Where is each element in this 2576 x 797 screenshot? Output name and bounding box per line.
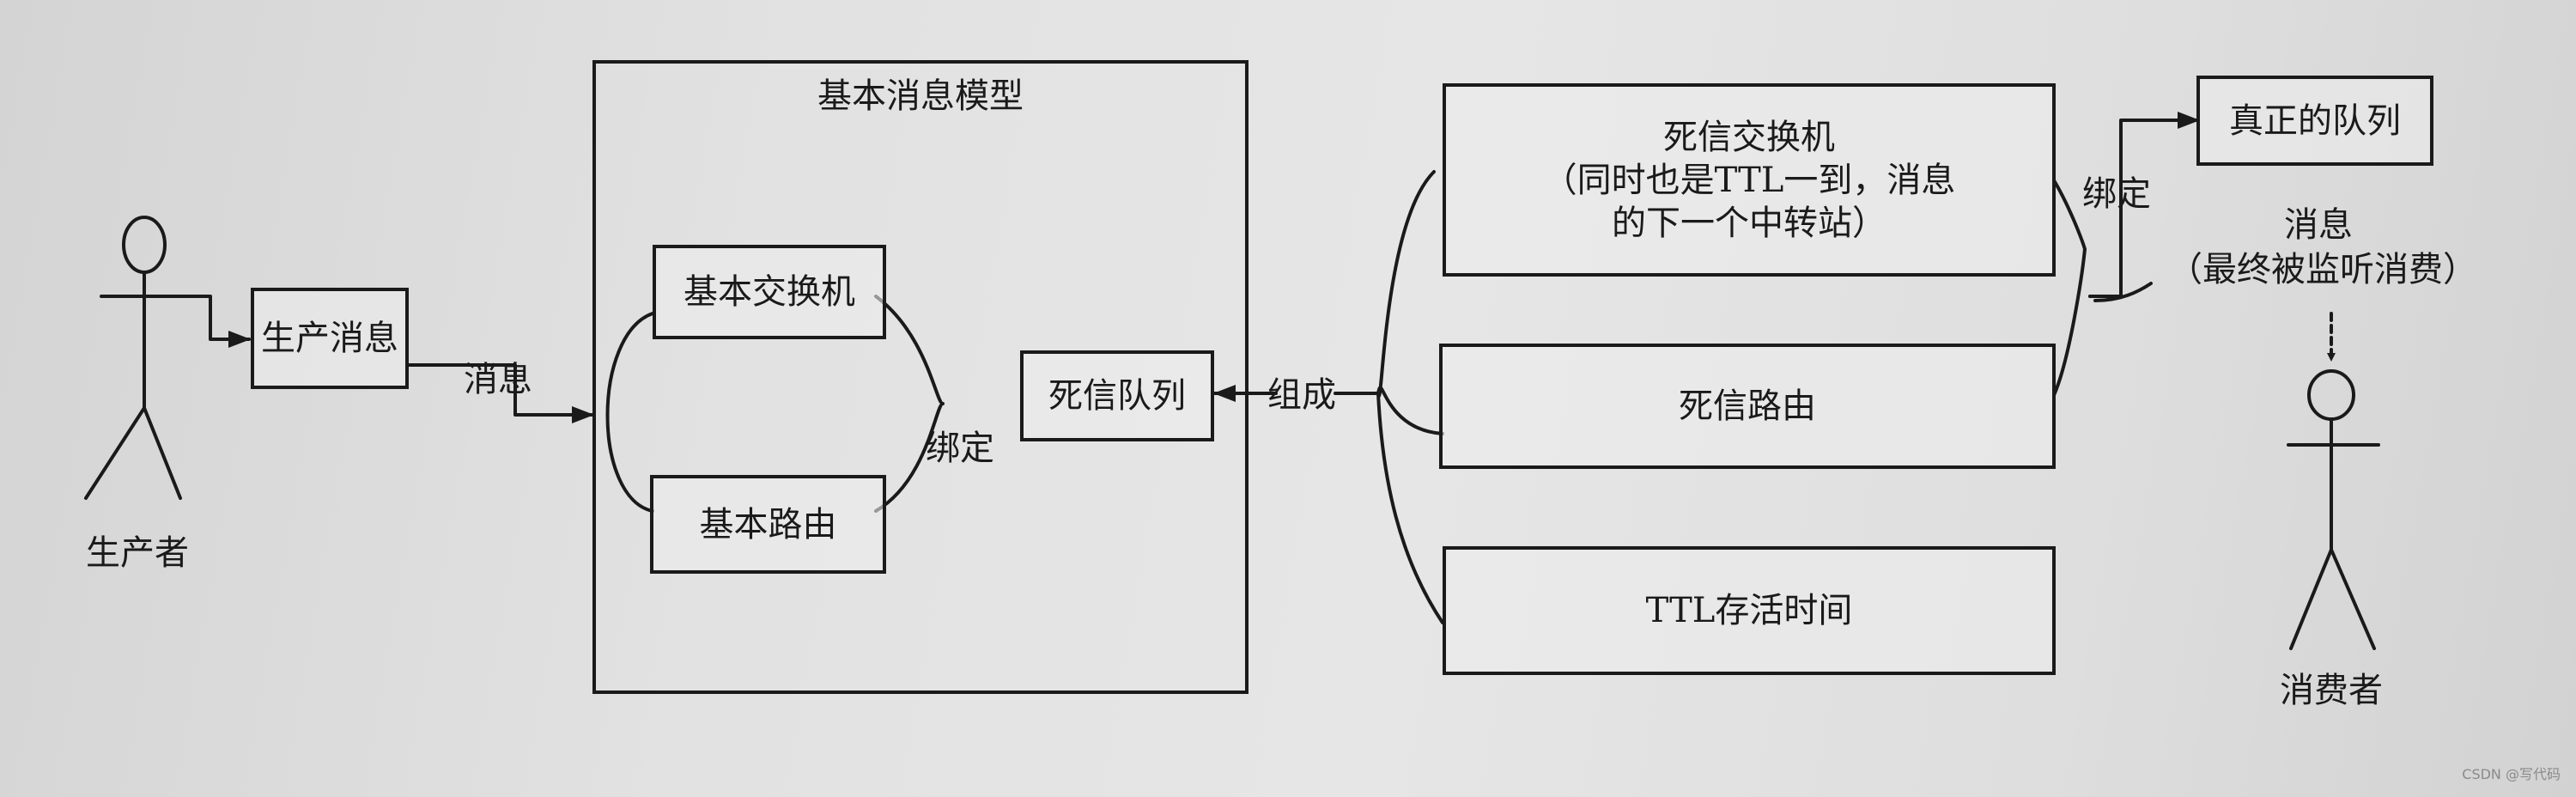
basic-brace bbox=[605, 312, 654, 513]
dead-letter-route-label: 死信路由 bbox=[1679, 386, 1816, 426]
dead-letter-exchange-line2: （同时也是TTL一到，消息 bbox=[1542, 160, 1956, 200]
watermark: CSDN @写代码 bbox=[2462, 766, 2561, 782]
producer-figure bbox=[84, 216, 186, 500]
message-edge-label: 消息 bbox=[464, 360, 532, 399]
message-arrow bbox=[406, 363, 594, 423]
dead-letter-route-box: 死信路由 bbox=[1439, 344, 2056, 469]
dead-letter-exchange-box: 死信交换机 （同时也是TTL一到，消息 的下一个中转站） bbox=[1443, 83, 2056, 277]
producer-to-produce-arrow bbox=[183, 295, 251, 348]
basic-route-label: 基本路由 bbox=[699, 504, 837, 545]
bind-brace-right bbox=[2052, 179, 2087, 397]
compose-brace bbox=[1376, 170, 1444, 624]
bind-to-queue-arrow bbox=[2088, 112, 2200, 298]
real-queue-label: 真正的队列 bbox=[2229, 100, 2401, 141]
basic-model-frame bbox=[592, 60, 1249, 694]
compose-edge-label: 组成 bbox=[1267, 375, 1336, 415]
produce-message-box: 生产消息 bbox=[251, 288, 409, 389]
bind-brace-left bbox=[874, 295, 945, 513]
bind-edge-label-right: 绑定 bbox=[2082, 174, 2151, 214]
dead-letter-exchange-line3: 的下一个中转站） bbox=[1612, 203, 1886, 243]
final-message-line2: （最终被监听消费） bbox=[2168, 250, 2477, 289]
basic-route-box: 基本路由 bbox=[650, 475, 886, 574]
dead-letter-exchange-line1: 死信交换机 bbox=[1663, 117, 1835, 157]
ttl-label: TTL存活时间 bbox=[1645, 591, 1853, 630]
consumer-label: 消费者 bbox=[2280, 671, 2383, 710]
basic-exchange-label: 基本交换机 bbox=[683, 272, 855, 312]
consumer-figure bbox=[2287, 369, 2380, 650]
real-queue-box: 真正的队列 bbox=[2196, 76, 2433, 166]
dead-letter-queue-box: 死信队列 bbox=[1020, 350, 1214, 441]
final-message-line1: 消息 bbox=[2284, 205, 2353, 245]
basic-exchange-box: 基本交换机 bbox=[653, 245, 886, 339]
produce-message-label: 生产消息 bbox=[261, 319, 398, 358]
bind-edge-label-left: 绑定 bbox=[926, 429, 994, 468]
producer-label: 生产者 bbox=[86, 533, 189, 573]
basic-model-title: 基本消息模型 bbox=[817, 76, 1024, 116]
ttl-box: TTL存活时间 bbox=[1443, 546, 2056, 675]
bind-to-consumer-line bbox=[2088, 282, 2153, 302]
dead-letter-queue-label: 死信队列 bbox=[1048, 376, 1186, 416]
